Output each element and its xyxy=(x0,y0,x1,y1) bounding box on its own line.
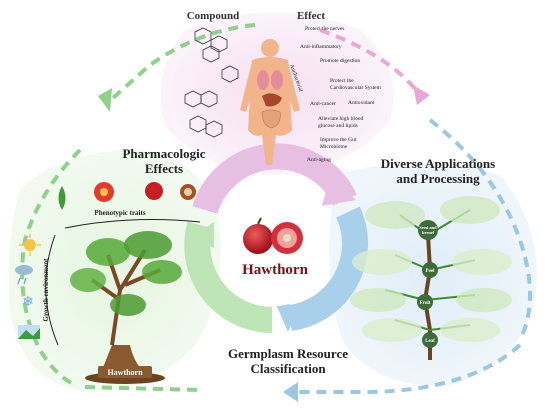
dashed-arrow-green-top xyxy=(103,23,256,107)
cycle-arc-blue xyxy=(287,206,368,331)
effect-item: Anti-cancer xyxy=(310,101,336,107)
rain-cloud-icon xyxy=(15,265,33,285)
cycle-arrowhead-pink xyxy=(322,176,356,206)
cycle-arrowhead-green xyxy=(190,222,214,248)
arrowhead-pink xyxy=(413,85,430,105)
node-leaf xyxy=(422,332,438,348)
hawthorn-fruit-icon xyxy=(243,217,303,254)
dashed-arrow-pink xyxy=(319,28,422,97)
effect-item: Promote digestion xyxy=(320,58,360,64)
effect-item: Anti-inflammatory xyxy=(300,43,342,50)
phenotypic-traits-label: Phenotypic traits xyxy=(94,209,145,217)
node-seed-kernel xyxy=(418,220,438,240)
node-fruit xyxy=(417,294,433,310)
landscape-icon xyxy=(18,325,40,339)
node-label: Leaf xyxy=(425,339,435,344)
effect-header: Effect xyxy=(297,10,325,22)
effect-list: Protect the nerves Anti-inflammatory Pro… xyxy=(300,26,382,163)
cycle-arrowhead-blue xyxy=(275,302,300,332)
sun-icon xyxy=(19,234,41,256)
arrowhead-green xyxy=(98,88,112,112)
dashed-edge-blue-right xyxy=(428,118,532,341)
tree-label-plate xyxy=(98,366,152,378)
arrowhead-blue xyxy=(283,382,298,402)
tree-label: Hawthorn xyxy=(107,368,143,377)
effect-item: Antioxidant xyxy=(348,100,375,106)
leaf-icon xyxy=(58,186,66,210)
snowflake-icon: ❄ xyxy=(22,295,34,310)
phenotype-icons xyxy=(58,182,196,210)
fruit-icon xyxy=(145,182,163,200)
node-label: Fruit xyxy=(419,301,430,306)
node-peel xyxy=(422,262,438,278)
center-circle xyxy=(227,210,323,306)
molecule-icons xyxy=(184,27,239,138)
application-tree-illustration xyxy=(350,196,512,360)
effect-item: Anti-aging xyxy=(307,157,331,163)
effect-item: Protect the nerves xyxy=(305,26,344,32)
compound-header: Compound xyxy=(187,10,240,22)
dashed-arrow-blue-bottom xyxy=(295,343,522,394)
growth-environment-label: Growth environment xyxy=(42,258,50,322)
dashed-edge-green-bottom xyxy=(84,385,201,392)
phenotype-arc xyxy=(64,219,201,229)
dashed-edge-green-left xyxy=(20,148,82,387)
cycle-arc-green xyxy=(184,221,273,333)
node-label: Peel xyxy=(426,269,435,274)
growth-arc xyxy=(45,234,59,346)
human-body-icon xyxy=(240,39,300,165)
center-title: Hawthorn xyxy=(242,262,308,278)
